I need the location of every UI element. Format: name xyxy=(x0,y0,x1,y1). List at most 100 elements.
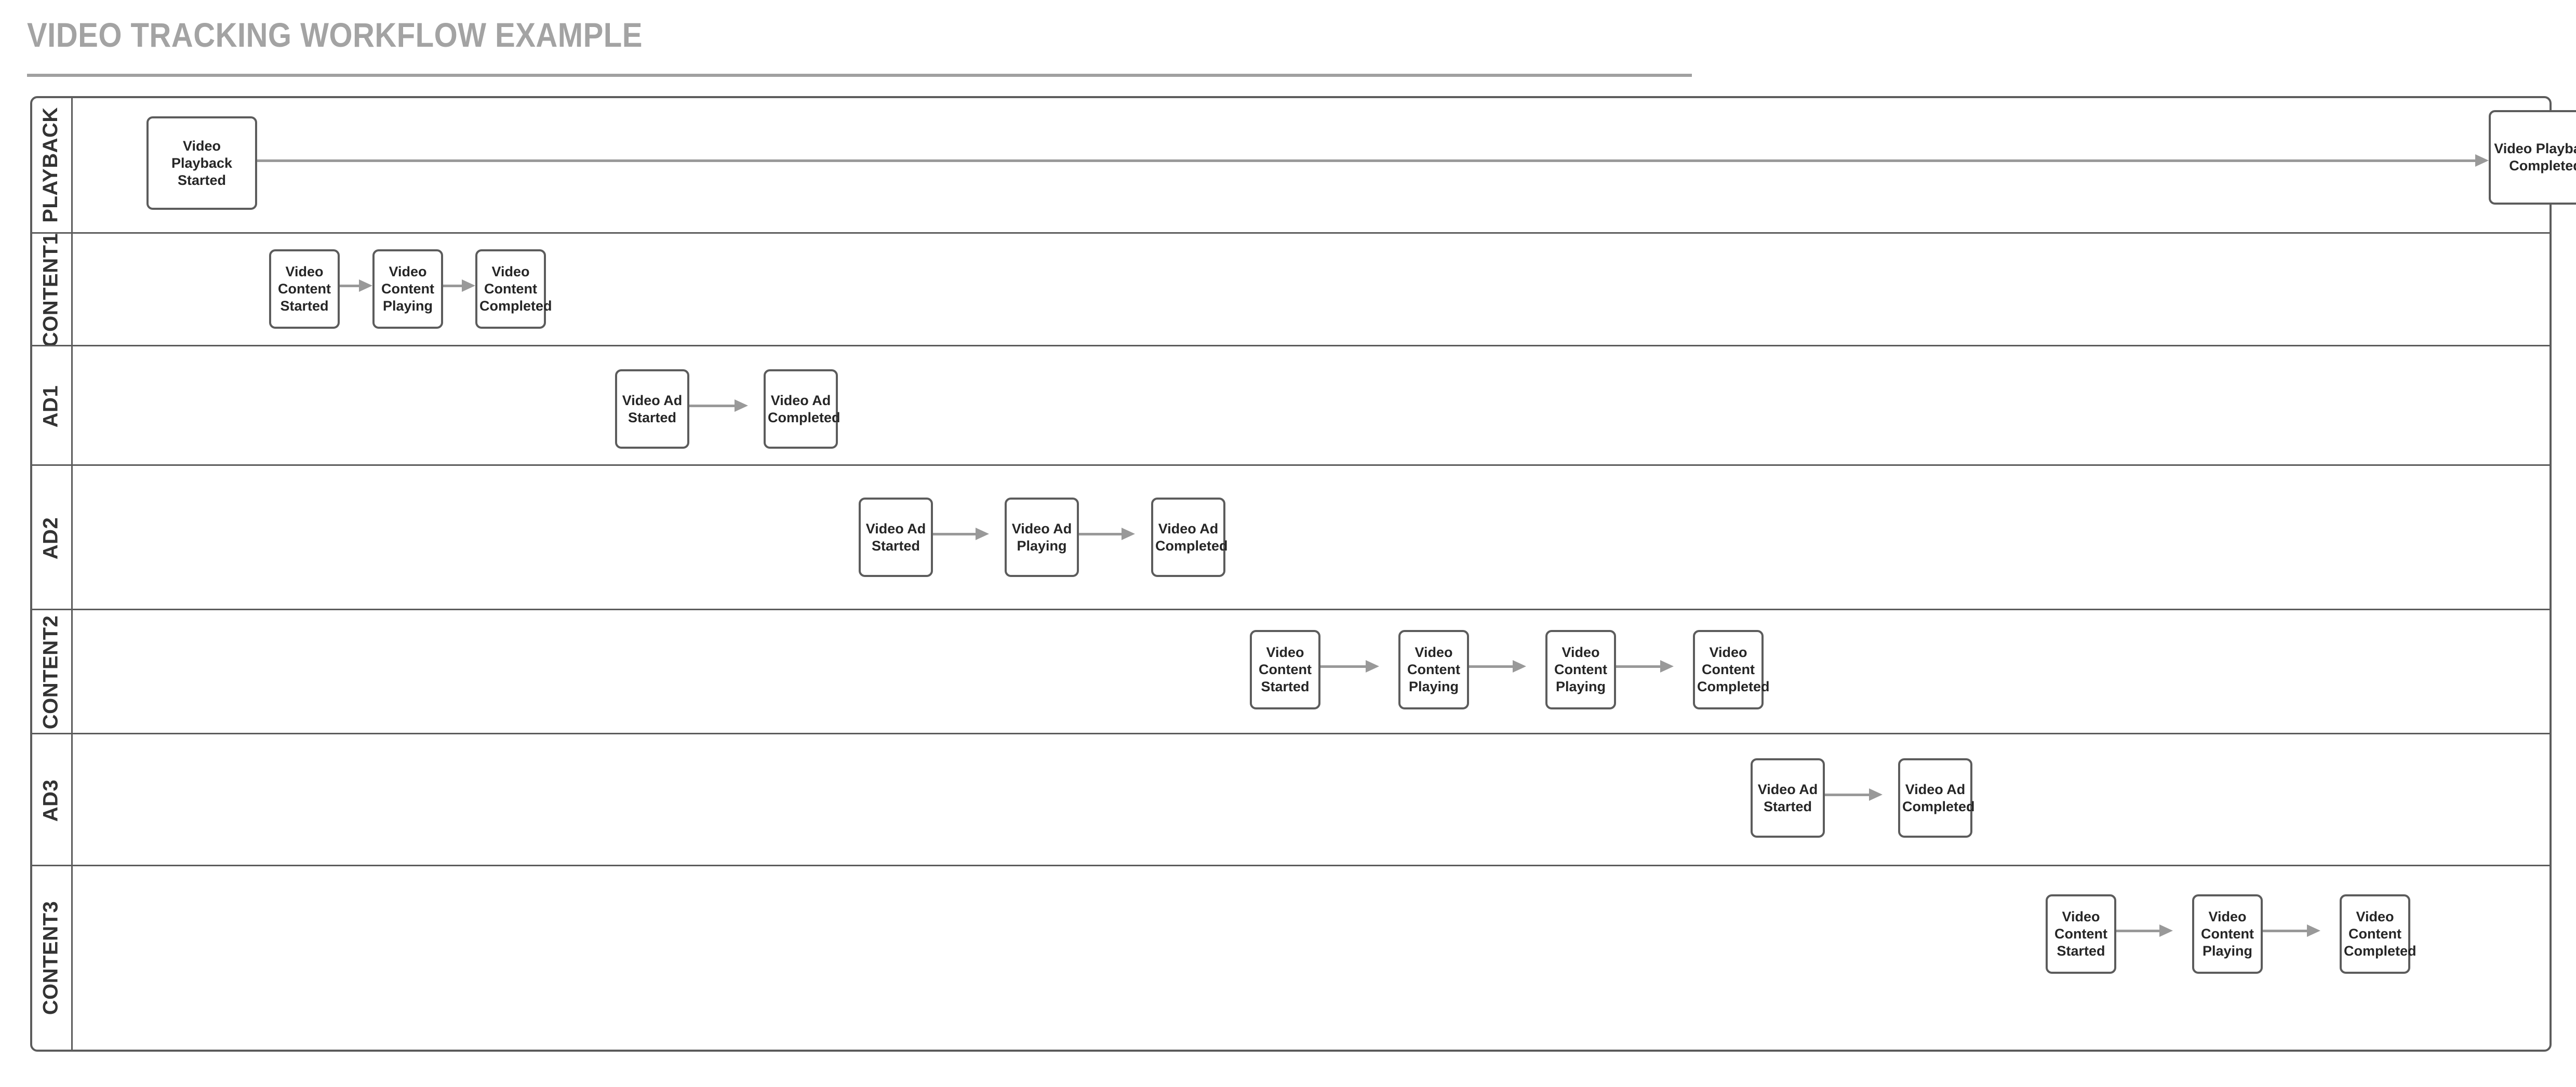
task-node-label: Video Content Completed xyxy=(1697,645,1770,694)
page-title: VIDEO TRACKING WORKFLOW EXAMPLE xyxy=(27,16,643,54)
connector-ad3-0 xyxy=(1825,788,1883,801)
connector-line xyxy=(933,533,977,535)
task-node-ad2-2[interactable]: Video Ad Completed xyxy=(1151,498,1228,577)
connector-content3-0 xyxy=(2116,924,2173,937)
arrowhead-icon xyxy=(1869,788,1883,801)
task-node-content3-0[interactable]: Video Content Started xyxy=(2046,894,2116,974)
arrowhead-icon xyxy=(462,279,475,292)
connector-ad2-0 xyxy=(933,528,989,540)
task-node-content3-2[interactable]: Video Content Completed xyxy=(2340,894,2417,974)
task-node-label: Video Ad Started xyxy=(622,392,683,425)
task-node-content2-0[interactable]: Video Content Started xyxy=(1250,630,1320,709)
connector-line xyxy=(443,285,463,287)
lane-playback: PLAYBACK Video Playback Started Video Play… xyxy=(30,96,2576,234)
lane-divider-content2 xyxy=(30,733,2552,734)
swimlane-pool: PLAYBACK Video Playback Started Video Play… xyxy=(30,96,2576,1052)
title-divider-rule xyxy=(27,74,1692,77)
connector-content3-1 xyxy=(2263,924,2320,937)
task-node-label: Video Content Playing xyxy=(381,264,434,314)
task-node-label: Video Playback Started xyxy=(171,138,233,188)
lane-divider-ad1 xyxy=(30,464,2552,466)
connector-line xyxy=(1469,665,1514,668)
connector-content1-1 xyxy=(443,279,475,292)
arrowhead-icon xyxy=(1366,660,1379,673)
lane-label-content1: CONTENT1 xyxy=(39,234,62,346)
lane-content1: CONTENT1 Video Content Started Video Conte… xyxy=(30,234,2552,346)
connector-content2-1 xyxy=(1469,660,1526,673)
task-node-label: Video Ad Completed xyxy=(1902,781,1975,814)
lane-header-ad1[interactable]: AD1 xyxy=(30,346,73,466)
task-node-label: Video Content Started xyxy=(1259,645,1312,694)
task-node-content2-2[interactable]: Video Content Playing xyxy=(1545,630,1616,709)
connector-line xyxy=(1825,794,1870,796)
task-node-content2-1[interactable]: Video Content Playing xyxy=(1398,630,1469,709)
arrowhead-icon xyxy=(735,399,748,412)
lane-label-ad1: AD1 xyxy=(39,385,62,427)
connector-line xyxy=(1320,665,1367,668)
arrowhead-icon xyxy=(1513,660,1526,673)
task-node-playback-0[interactable]: Video Playback Started xyxy=(146,116,257,210)
lane-ad2: AD2 Video Ad Started Video Ad Playing Video… xyxy=(30,466,2552,610)
task-node-ad1-1[interactable]: Video Ad Completed xyxy=(764,369,840,449)
lane-divider-ad2 xyxy=(30,609,2552,610)
lane-header-playback[interactable]: PLAYBACK xyxy=(30,96,73,234)
lane-label-ad2: AD2 xyxy=(39,517,62,559)
task-node-ad2-1[interactable]: Video Ad Playing xyxy=(1005,498,1079,577)
lane-content3: CONTENT3 Video Content Started Video Conte… xyxy=(30,866,2552,1050)
task-node-label: Video Content Started xyxy=(278,264,331,314)
arrowhead-icon xyxy=(2159,924,2173,937)
connector-ad1-0 xyxy=(689,399,748,412)
task-node-label: Video Content Playing xyxy=(1407,645,1460,694)
lane-header-ad3[interactable]: AD3 xyxy=(30,734,73,866)
lane-ad1: AD1 Video Ad Started Video Ad Completed xyxy=(30,346,2552,466)
task-node-content2-3[interactable]: Video Content Completed xyxy=(1693,630,1770,709)
task-node-content1-1[interactable]: Video Content Playing xyxy=(372,249,443,329)
connector-line xyxy=(2263,930,2308,932)
task-node-label: Video Content Completed xyxy=(479,264,552,314)
lane-header-content2[interactable]: CONTENT2 xyxy=(30,610,73,734)
arrowhead-icon xyxy=(1122,528,1135,540)
lane-label-content3: CONTENT3 xyxy=(39,901,62,1015)
task-node-content3-1[interactable]: Video Content Playing xyxy=(2192,894,2263,974)
lane-divider-playback xyxy=(30,232,2552,234)
connector-line xyxy=(1079,533,1123,535)
lane-content2: CONTENT2 Video Content Started Video Conte… xyxy=(30,610,2552,734)
connector-line xyxy=(257,159,2476,162)
connector-ad2-1 xyxy=(1079,528,1135,540)
lane-divider-content1 xyxy=(30,345,2552,346)
task-node-label: Video Content Playing xyxy=(2201,909,2254,959)
task-node-label: Video Ad Started xyxy=(1757,781,1818,814)
lane-divider-ad3 xyxy=(30,865,2552,866)
task-node-label: Video Ad Completed xyxy=(1155,520,1228,554)
lane-header-content1[interactable]: CONTENT1 xyxy=(30,234,73,346)
arrowhead-icon xyxy=(359,279,372,292)
task-node-ad1-0[interactable]: Video Ad Started xyxy=(615,369,689,449)
lane-label-ad3: AD3 xyxy=(39,779,62,822)
task-node-content1-0[interactable]: Video Content Started xyxy=(269,249,340,329)
arrowhead-icon xyxy=(976,528,989,540)
arrowhead-icon xyxy=(2475,154,2489,167)
arrowhead-icon xyxy=(1660,660,1674,673)
connector-playback-0 xyxy=(257,154,2489,167)
task-node-label: Video Content Playing xyxy=(1554,645,1607,694)
connector-line xyxy=(689,405,736,407)
task-node-ad3-0[interactable]: Video Ad Started xyxy=(1751,758,1825,838)
task-node-label: Video Content Completed xyxy=(2344,909,2417,959)
lane-header-content3[interactable]: CONTENT3 xyxy=(30,866,73,1050)
task-node-ad3-1[interactable]: Video Ad Completed xyxy=(1898,758,1975,838)
connector-content2-2 xyxy=(1616,660,1674,673)
task-node-label: Video Playback Completed xyxy=(2494,141,2576,173)
task-node-label: Video Content Started xyxy=(2054,909,2107,959)
task-node-label: Video Ad Completed xyxy=(768,392,840,425)
lane-label-playback: PLAYBACK xyxy=(39,107,62,223)
connector-line xyxy=(340,285,360,287)
lane-ad3: AD3 Video Ad Started Video Ad Completed xyxy=(30,734,2552,866)
task-node-ad2-0[interactable]: Video Ad Started xyxy=(859,498,933,577)
lane-header-ad2[interactable]: AD2 xyxy=(30,466,73,610)
task-node-content1-2[interactable]: Video Content Completed xyxy=(475,249,552,329)
task-node-playback-1[interactable]: Video Playback Completed xyxy=(2489,110,2576,205)
connector-content2-0 xyxy=(1320,660,1379,673)
arrowhead-icon xyxy=(2307,924,2320,937)
connector-line xyxy=(1616,665,1661,668)
pool-frame xyxy=(30,96,2552,1052)
